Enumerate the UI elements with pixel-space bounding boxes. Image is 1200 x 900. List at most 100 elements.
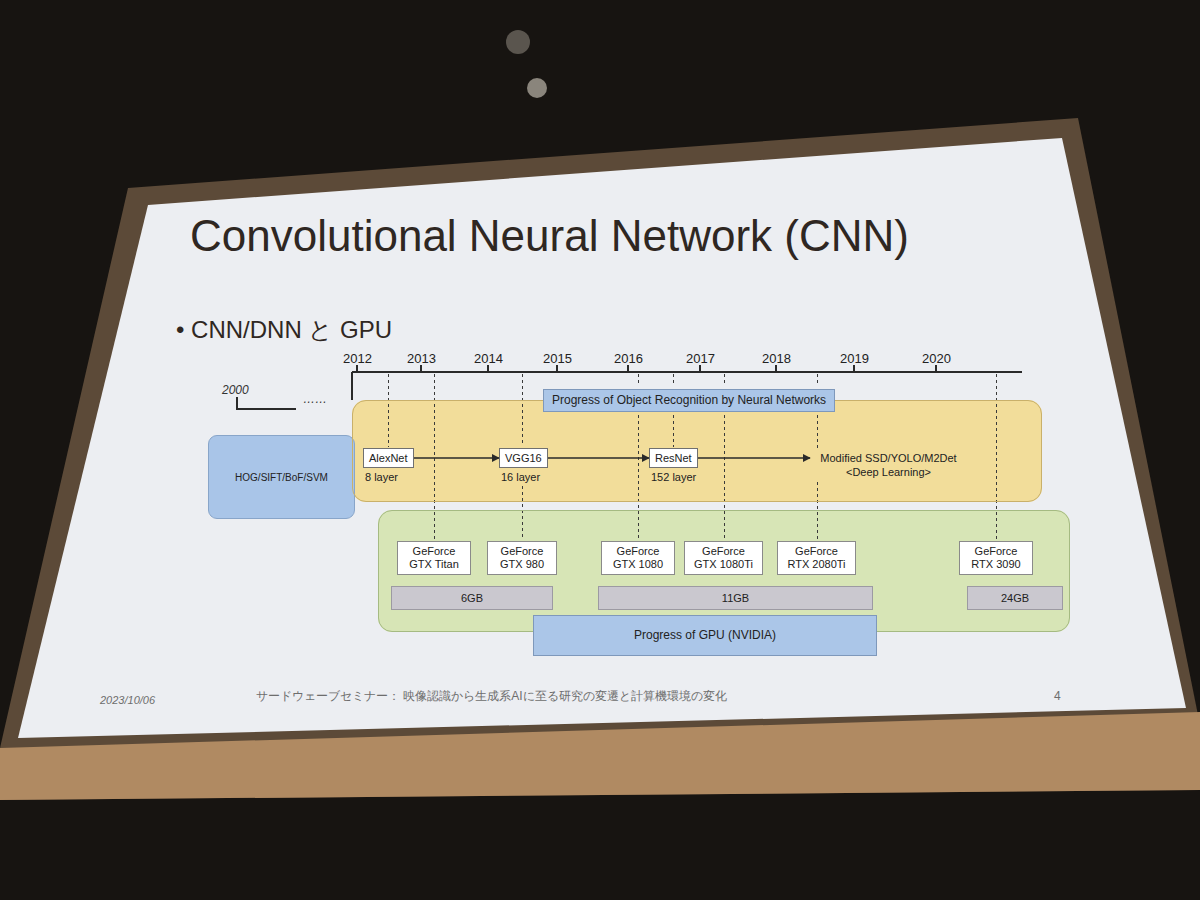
memory-bar-label: 24GB: [1001, 592, 1029, 604]
guide-line: [522, 374, 523, 445]
ellipsis: ……: [303, 392, 327, 406]
page-number: 4: [1054, 689, 1061, 703]
gpu-box: GeForce GTX Titan: [397, 541, 471, 575]
model-box-label: ResNet: [655, 452, 692, 464]
gpu-box: GeForce GTX 980: [487, 541, 557, 575]
band-heading-holder: Progress of GPU (NVIDIA): [533, 615, 877, 656]
year-label: 2019: [840, 351, 869, 366]
memory-bar: 6GB: [391, 586, 553, 610]
label-holder: 2020: [922, 349, 951, 367]
year-label: 2013: [407, 351, 436, 366]
slide-date: 2023/10/06: [100, 694, 155, 706]
label-holder: 2017: [686, 349, 715, 367]
guide-line: [638, 374, 639, 386]
screen-frame: [0, 118, 1200, 800]
gpu-box-label: GeForce RTX 2080Ti: [783, 545, 850, 571]
label-holder: 2013: [407, 349, 436, 367]
label-holder: 2000: [222, 380, 249, 398]
guide-line: [522, 486, 523, 540]
gpu-box: GeForce RTX 2080Ti: [777, 541, 856, 575]
caption-holder: 8 layer: [365, 470, 398, 484]
year-label: 2012: [343, 351, 372, 366]
layer-caption: 8 layer: [365, 471, 398, 483]
timeline-ticks: [357, 365, 936, 372]
gpu-box-label: GeForce RTX 3090: [965, 545, 1027, 571]
slide-title: Convolutional Neural Network (CNN): [190, 211, 909, 260]
label-holder: 2019: [840, 349, 869, 367]
guide-line: [673, 374, 674, 386]
band-note: Modified SSD/YOLO/M2Det <Deep Learning>: [813, 451, 964, 479]
footer-text: サードウェーブセミナー： 映像認識から生成系AIに至る研究の変遷と計算機環境の変…: [256, 689, 727, 703]
model-box-label: AlexNet: [369, 452, 408, 464]
timeline-axis: [352, 371, 1022, 373]
band-fill: [378, 510, 1070, 632]
year-label: 2016: [614, 351, 643, 366]
flow-arrow: [414, 457, 499, 459]
label-holder: サードウェーブセミナー： 映像認識から生成系AIに至る研究の変遷と計算機環境の変…: [256, 686, 727, 704]
gpu-box: GeForce GTX 1080: [601, 541, 675, 575]
label-holder: ……: [303, 389, 327, 407]
memory-bar: 11GB: [598, 586, 873, 610]
guide-line: [434, 374, 435, 540]
label-holder: 4: [1054, 686, 1061, 704]
year-label: 2018: [762, 351, 791, 366]
slide-surface: [18, 138, 1186, 738]
gpu-box-label: GeForce GTX 1080Ti: [690, 545, 757, 571]
timeline-bracket: [237, 397, 296, 409]
band-heading: Progress of GPU (NVIDIA): [533, 615, 877, 656]
year-label: 2000: [222, 383, 249, 397]
year-label: 2017: [686, 351, 715, 366]
flow-arrow: [698, 457, 810, 459]
year-label: 2014: [474, 351, 503, 366]
band-heading: Progress of Object Recognition by Neural…: [543, 389, 835, 412]
layer-caption: 152 layer: [651, 471, 696, 483]
bullet-heading: • CNN/DNN と GPU: [176, 316, 392, 343]
guide-line: [724, 415, 725, 540]
ceiling-light: [506, 30, 530, 54]
title-holder: Convolutional Neural Network (CNN): [190, 210, 909, 262]
ceiling-light: [527, 78, 547, 98]
label-holder: 2015: [543, 349, 572, 367]
model-box-label: VGG16: [505, 452, 542, 464]
guide-line: [673, 415, 674, 447]
memory-bar: 24GB: [967, 586, 1063, 610]
model-box: ResNet152 layer: [649, 448, 698, 468]
model-box: AlexNet8 layer: [363, 448, 414, 468]
band-note-holder: Modified SSD/YOLO/M2Det <Deep Learning>: [813, 451, 964, 480]
band-fill: [352, 400, 1042, 502]
gpu-box: GeForce RTX 3090: [959, 541, 1033, 575]
guide-line: [817, 482, 818, 540]
model-box: VGG1616 layer: [499, 448, 548, 468]
label-holder: 2018: [762, 349, 791, 367]
guide-line: [388, 374, 389, 447]
memory-bar-label: 6GB: [461, 592, 483, 604]
layer-caption: 16 layer: [501, 471, 540, 483]
guide-line: [996, 374, 997, 540]
year-label: 2015: [543, 351, 572, 366]
memory-bar-label: 11GB: [722, 592, 749, 604]
label-holder: 2023/10/06: [100, 690, 155, 708]
band-heading-holder: Progress of Object Recognition by Neural…: [543, 389, 835, 412]
label-holder: 2016: [614, 349, 643, 367]
label-holder: • CNN/DNN と GPU: [176, 316, 392, 344]
timeline-start: [351, 372, 353, 400]
label-holder: 2014: [474, 349, 503, 367]
method-box: HOG/SIFT/BoF/SVM: [208, 435, 355, 519]
gpu-box-label: GeForce GTX 1080: [607, 545, 669, 571]
guide-line: [724, 374, 725, 386]
year-label: 2020: [922, 351, 951, 366]
method-box-label: HOG/SIFT/BoF/SVM: [235, 472, 328, 483]
flow-arrow: [548, 457, 649, 459]
guide-line: [817, 415, 818, 448]
caption-holder: 16 layer: [501, 470, 540, 484]
caption-holder: 152 layer: [651, 470, 696, 484]
gpu-box-label: GeForce GTX 980: [493, 545, 551, 571]
flow-arrows: [414, 458, 810, 459]
guide-lines: [389, 374, 997, 540]
group-band: Progress of GPU (NVIDIA)GeForce GTX Tita…: [378, 510, 1070, 632]
label-holder: 2012: [343, 349, 372, 367]
group-band: Progress of Object Recognition by Neural…: [352, 400, 1042, 502]
